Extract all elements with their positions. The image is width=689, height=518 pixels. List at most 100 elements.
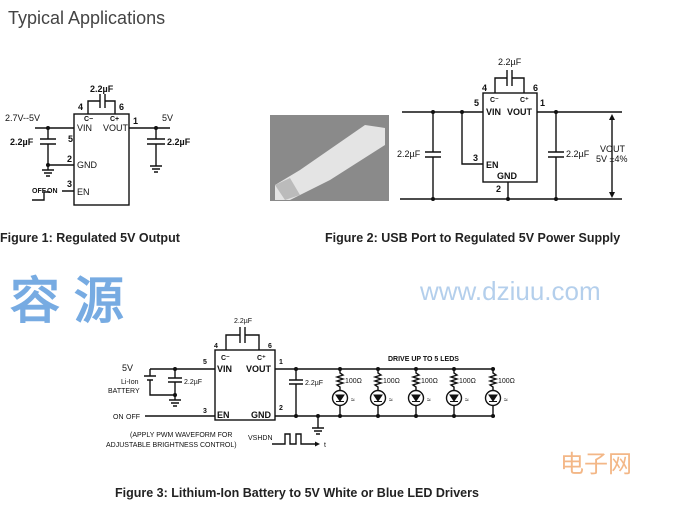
label: GND [251, 410, 272, 420]
chip-body [214, 349, 276, 421]
enable-switch [32, 190, 74, 201]
label: 2.2µF [90, 84, 114, 94]
resistor-label: 100Ω [421, 378, 438, 385]
watermark-url: www.dziuu.com [419, 276, 601, 306]
label: VIN [217, 364, 232, 374]
light-ray-icon: ≈ [389, 397, 393, 404]
label: EN [77, 187, 90, 197]
label: EN [217, 410, 230, 420]
label: C⁻ [221, 355, 230, 362]
output-network [129, 127, 170, 173]
label: 2.2µF [10, 137, 34, 147]
figure-3-schematic: ≈100Ω≈100Ω≈100Ω≈100Ω≈100Ω 2.2µF 4 6 C⁻ C… [106, 318, 515, 449]
label: GND [497, 171, 518, 181]
label: OFF [126, 414, 140, 421]
label: ADJUSTABLE BRIGHTNESS CONTROL) [106, 442, 237, 449]
led-branch: ≈100Ω [484, 367, 515, 418]
label: 2.2µF [498, 57, 522, 67]
label: 5V [122, 363, 133, 373]
label: VSHDN [248, 435, 273, 442]
wiring [400, 111, 622, 200]
resistor [487, 369, 499, 416]
label: 2.2µF [305, 380, 323, 387]
label: 2.2µF [167, 137, 191, 147]
output-wiring [145, 368, 495, 435]
label: 5 [203, 359, 207, 366]
label: 2.2µF [397, 149, 421, 159]
label: t [324, 442, 326, 449]
flying-capacitor [225, 327, 260, 350]
label: 5V [162, 113, 173, 123]
label: VOUT [246, 364, 272, 374]
led-array: ≈100Ω≈100Ω≈100Ω≈100Ω≈100Ω [331, 367, 515, 418]
label: C⁺ [257, 355, 266, 362]
resistor-label: 100Ω [383, 378, 400, 385]
label: ON [113, 414, 124, 421]
resistor-label: 100Ω [345, 378, 362, 385]
label: OFF [32, 188, 47, 195]
label: 5 [474, 98, 479, 108]
label: DRIVE UP TO 5 LEDS [388, 356, 459, 363]
usb-plug-photo [270, 115, 389, 201]
chip-body [73, 113, 130, 206]
label: VIN [77, 123, 92, 133]
figure-2-schematic: 2.2µF 4 6 C⁻ C⁺ VIN VOUT 5 1 3 EN GND 2 … [270, 57, 627, 201]
label: 2.2µF [234, 318, 252, 325]
led-icon [369, 389, 387, 407]
label: GND [77, 160, 98, 170]
figure-1-caption: Figure 1: Regulated 5V Output [0, 231, 181, 245]
resistor [372, 369, 384, 416]
led-icon [445, 389, 463, 407]
led-icon [331, 389, 349, 407]
label: 2 [496, 184, 501, 194]
watermark-cn: 电子网 [560, 451, 632, 478]
label: 3 [203, 408, 207, 415]
label: 5 [68, 134, 73, 144]
light-ray-icon: ≈ [465, 397, 469, 404]
label: C⁻ [490, 97, 499, 104]
label: 1 [540, 98, 545, 108]
label: 2.2µF [184, 379, 202, 386]
watermark-big: 容 源 [10, 273, 124, 329]
resistor [334, 369, 346, 416]
label: 4 [214, 343, 218, 350]
figure-2-caption: Figure 2: USB Port to Regulated 5V Power… [325, 231, 620, 245]
label: 6 [268, 343, 272, 350]
label: VIN [486, 107, 501, 117]
label: ON [47, 188, 58, 195]
light-ray-icon: ≈ [427, 397, 431, 404]
flying-capacitor [494, 70, 525, 93]
label: 1 [279, 359, 283, 366]
label: 2 [279, 405, 283, 412]
figure-3-caption: Figure 3: Lithium-Ion Battery to 5V Whit… [115, 486, 479, 500]
led-branch: ≈100Ω [407, 367, 438, 418]
watermark: 容 源 电子网 www.dziuu.com [10, 273, 632, 478]
label: 2.2µF [566, 149, 590, 159]
pwm-waveform [272, 433, 316, 445]
label: 2.7V--5V [5, 113, 40, 123]
label: VOUT [507, 107, 533, 117]
resistor-label: 100Ω [459, 378, 476, 385]
label: 3 [67, 179, 72, 189]
label: VOUT [103, 123, 129, 133]
label: 1 [133, 116, 138, 126]
label: EN [486, 160, 499, 170]
battery-input [144, 368, 215, 407]
figure-1-schematic: 2.2µF 4 6 C− C+ VIN VOUT 5 1 2 3 GND EN … [5, 84, 191, 206]
led-icon [407, 389, 425, 407]
label: C⁺ [520, 97, 529, 104]
led-icon [484, 389, 502, 407]
led-branch: ≈100Ω [445, 367, 476, 418]
resistor [410, 369, 422, 416]
label: (APPLY PWM WAVEFORM FOR [130, 432, 232, 439]
label: 4 [482, 83, 487, 93]
led-branch: ≈100Ω [331, 367, 362, 418]
chip-body [482, 92, 538, 183]
resistor-label: 100Ω [498, 378, 515, 385]
label: VOUT [600, 144, 626, 154]
resistor [448, 369, 460, 416]
section-title: Typical Applications [8, 8, 165, 28]
label: 5V ±4% [596, 154, 627, 164]
